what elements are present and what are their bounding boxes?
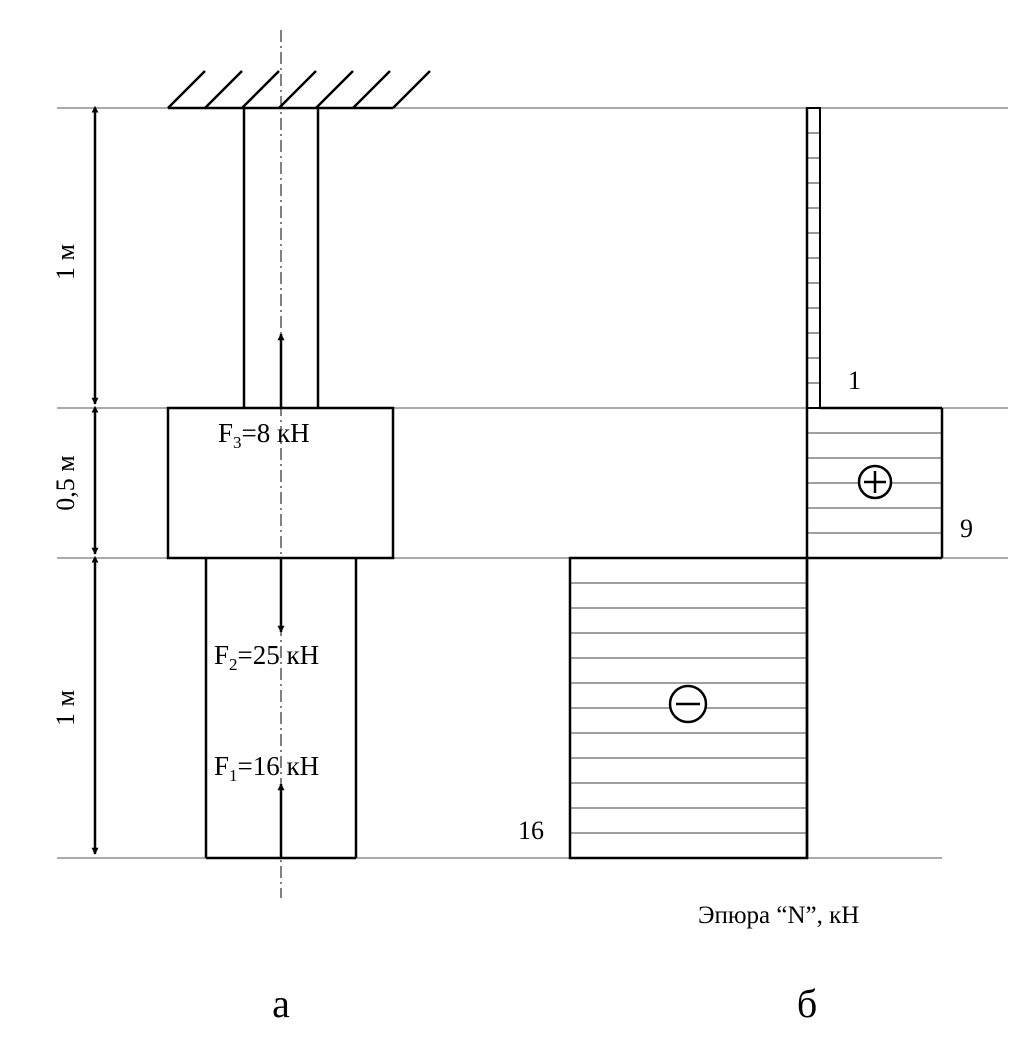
value-label-16: 16 xyxy=(518,816,544,845)
dimension-label-3: 1 м xyxy=(51,690,80,726)
force-label-f3: F3=8 кН xyxy=(218,418,310,452)
force-label-f2: F2=25 кН xyxy=(214,640,319,674)
stepped-bar xyxy=(166,108,395,860)
minus-sign-icon xyxy=(668,684,708,724)
value-label-9: 9 xyxy=(960,514,973,543)
segment-middle-hatching xyxy=(807,432,942,534)
dimension-label-2: 0,5 м xyxy=(51,455,80,510)
segment-top-hatching xyxy=(807,132,820,384)
value-label-1: 1 xyxy=(848,366,861,395)
part-label-a: а xyxy=(272,981,290,1026)
force-label-f1: F1=16 кН xyxy=(214,751,319,785)
dimension-label-1: 1 м xyxy=(51,244,80,280)
plus-sign-icon xyxy=(857,464,893,500)
fixed-support xyxy=(167,70,431,110)
part-label-b: б xyxy=(797,981,817,1026)
axial-force-diagram xyxy=(568,107,944,860)
diagram-caption: Эпюра “N”, кН xyxy=(698,902,859,929)
